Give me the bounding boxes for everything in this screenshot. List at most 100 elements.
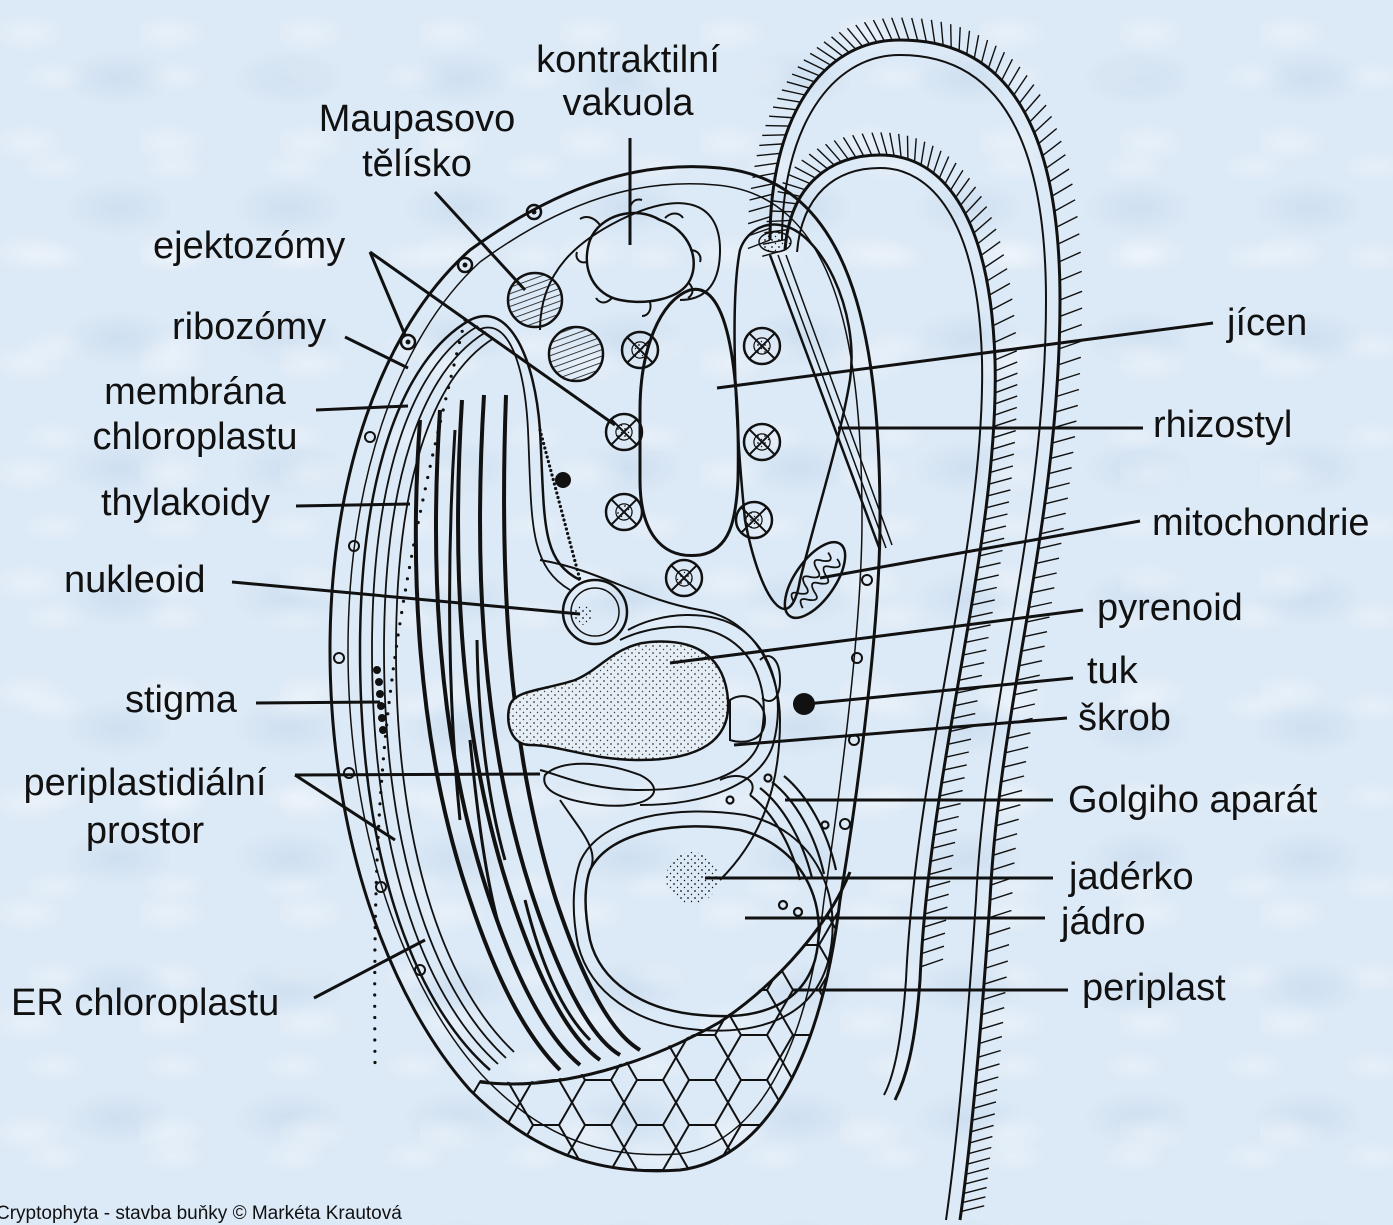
hair bbox=[1043, 513, 1066, 519]
hair bbox=[938, 804, 961, 810]
ribosome bbox=[388, 701, 391, 704]
ribosome bbox=[373, 982, 376, 985]
hair bbox=[1050, 452, 1073, 458]
hair bbox=[965, 1178, 988, 1184]
vesicle bbox=[365, 432, 375, 442]
hair bbox=[798, 67, 820, 76]
label-jicen: jícen bbox=[1227, 304, 1307, 342]
golgi-apparatus bbox=[727, 775, 837, 917]
label-membrana-line2: chloroplastu bbox=[82, 418, 308, 456]
hair bbox=[942, 778, 965, 783]
ribosome bbox=[552, 478, 555, 481]
hair bbox=[1060, 325, 1082, 333]
hair bbox=[1038, 543, 1061, 548]
hair bbox=[1039, 129, 1057, 144]
hair bbox=[1047, 483, 1070, 489]
hair bbox=[982, 1008, 1005, 1015]
hair bbox=[929, 868, 952, 874]
starch-body-hatched bbox=[549, 327, 603, 381]
hair bbox=[766, 126, 790, 127]
hair bbox=[984, 255, 1004, 268]
hair bbox=[992, 442, 1015, 449]
hair bbox=[862, 134, 872, 156]
ribosome bbox=[376, 858, 379, 861]
hair bbox=[899, 134, 901, 158]
hair bbox=[965, 196, 981, 213]
ribosome bbox=[374, 926, 377, 929]
hair bbox=[970, 1137, 993, 1143]
hair bbox=[1034, 573, 1057, 578]
hair bbox=[974, 588, 997, 593]
ribosome bbox=[429, 465, 432, 468]
hair bbox=[939, 157, 948, 179]
ribosome bbox=[402, 600, 405, 603]
ejectosome-core bbox=[463, 263, 468, 268]
hair bbox=[930, 855, 953, 861]
hair bbox=[988, 490, 1011, 496]
contractile-vacuole-spongiome bbox=[576, 199, 700, 316]
ribosome bbox=[373, 971, 376, 974]
ribosome bbox=[406, 577, 409, 580]
hair bbox=[1019, 661, 1042, 666]
hair bbox=[965, 638, 988, 643]
hair bbox=[922, 933, 945, 940]
label-kontraktilni-line1: kontraktilní bbox=[526, 41, 730, 79]
hair bbox=[995, 362, 1017, 371]
ribosome bbox=[377, 836, 380, 839]
ribosome bbox=[410, 555, 413, 558]
ejectosome-core bbox=[754, 338, 770, 354]
hair bbox=[940, 791, 963, 796]
hair bbox=[970, 612, 993, 617]
ribosome bbox=[408, 566, 411, 569]
hair bbox=[1002, 59, 1013, 80]
label-periplastidialni-line2: prostor bbox=[10, 812, 280, 850]
label-membrana-line1: membrána bbox=[82, 373, 308, 411]
ribosome bbox=[383, 746, 386, 749]
ejectosome bbox=[666, 560, 702, 596]
hair bbox=[1012, 704, 1035, 709]
hair bbox=[792, 74, 814, 82]
ribosome bbox=[392, 667, 395, 670]
ribosome bbox=[389, 690, 392, 693]
ribosome bbox=[380, 780, 383, 783]
ribosome bbox=[395, 645, 398, 648]
hair bbox=[959, 27, 960, 51]
hair bbox=[1054, 200, 1075, 211]
hair bbox=[902, 18, 909, 41]
ribosome bbox=[546, 455, 549, 458]
ribosome bbox=[373, 960, 376, 963]
hair bbox=[952, 714, 975, 719]
hair bbox=[948, 739, 971, 744]
hair bbox=[976, 575, 999, 580]
label-stigma: stigma bbox=[125, 681, 237, 719]
hair bbox=[921, 946, 944, 953]
hair bbox=[996, 819, 1019, 826]
hair bbox=[770, 211, 794, 212]
hair bbox=[981, 40, 987, 63]
hair bbox=[992, 863, 1015, 870]
hair bbox=[993, 315, 1014, 325]
ribosome bbox=[373, 993, 376, 996]
ribosome bbox=[397, 633, 400, 636]
hair bbox=[983, 993, 1006, 1000]
hair bbox=[1017, 675, 1040, 680]
fat-droplet bbox=[555, 472, 571, 488]
ribosome bbox=[431, 453, 434, 456]
hair bbox=[991, 454, 1014, 461]
hair bbox=[782, 90, 805, 95]
hair bbox=[995, 373, 1017, 382]
ribosome bbox=[373, 1005, 376, 1008]
ribosome bbox=[577, 572, 580, 575]
vesicle bbox=[840, 819, 850, 829]
hair bbox=[890, 133, 894, 156]
hair bbox=[873, 20, 884, 41]
ejectosome bbox=[606, 414, 642, 450]
ribosome bbox=[398, 622, 401, 625]
hair bbox=[1024, 632, 1047, 637]
ejectosome bbox=[458, 258, 472, 272]
hair bbox=[973, 1102, 996, 1109]
ribosome bbox=[439, 420, 442, 423]
hair bbox=[795, 167, 816, 178]
hair bbox=[936, 817, 959, 823]
hair bbox=[931, 20, 934, 43]
